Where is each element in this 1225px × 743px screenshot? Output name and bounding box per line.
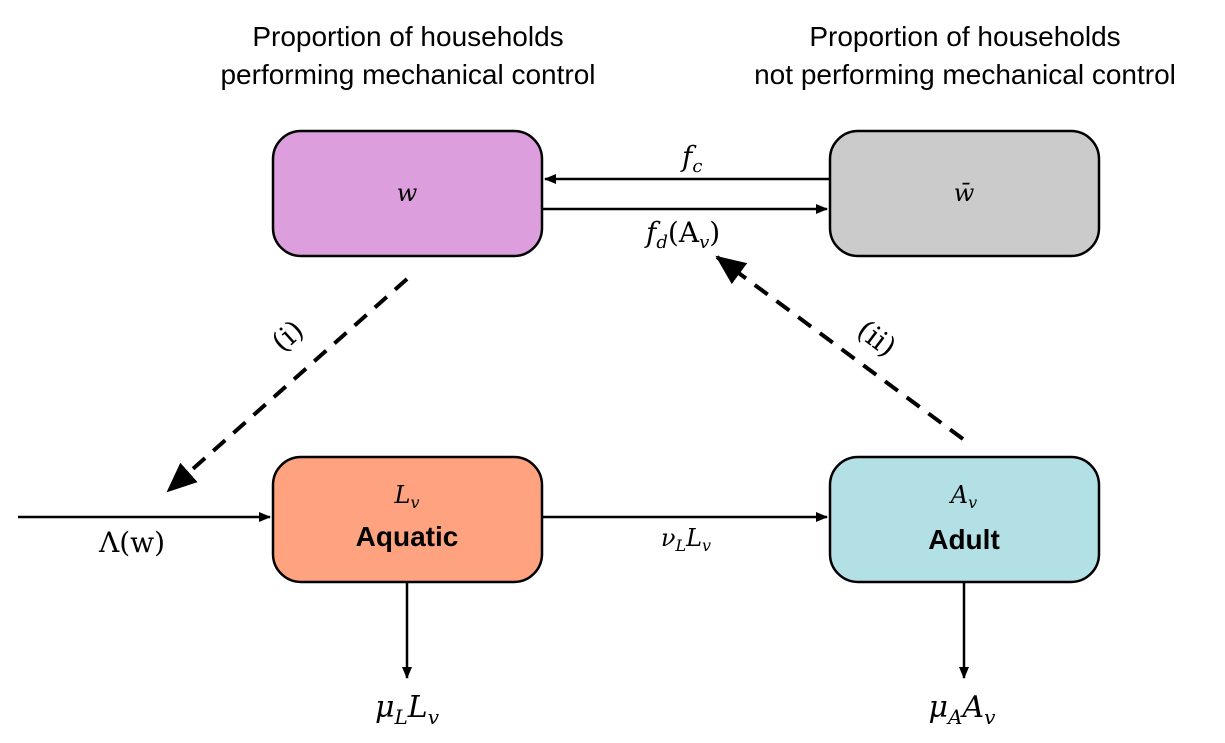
f-d-label: fd(Av): [644, 216, 720, 253]
recruitment-label: Λ(w): [98, 526, 165, 559]
right-heading-line2: not performing mechanical control: [754, 59, 1176, 90]
link-ii-label: (ii): [851, 313, 903, 363]
w-symbol: w: [397, 179, 418, 207]
aquatic-compartment-box: [271, 455, 544, 584]
right-heading-line1: Proportion of households: [809, 21, 1120, 52]
w-bar-symbol: w̄: [954, 179, 975, 207]
aquatic-label: Aquatic: [356, 521, 459, 552]
aquatic-symbol: Lv: [394, 481, 420, 512]
maturation-label: νLLv: [661, 524, 711, 555]
adult-symbol: Av: [949, 481, 977, 512]
left-heading-line1: Proportion of households: [252, 21, 563, 52]
f-c-label: fc: [680, 140, 702, 177]
w-compartment-box: [271, 129, 544, 258]
link-ii-dashed-arrow: [715, 255, 965, 441]
adult-compartment-box: [828, 455, 1101, 584]
adult-death-label: μAAv: [929, 690, 997, 729]
left-heading-line2: performing mechanical control: [220, 59, 595, 90]
w-bar-compartment-box: [828, 129, 1101, 258]
adult-label: Adult: [928, 524, 1000, 555]
aquatic-death-label: μLLv: [375, 690, 440, 729]
link-i-label: (i): [265, 313, 310, 358]
